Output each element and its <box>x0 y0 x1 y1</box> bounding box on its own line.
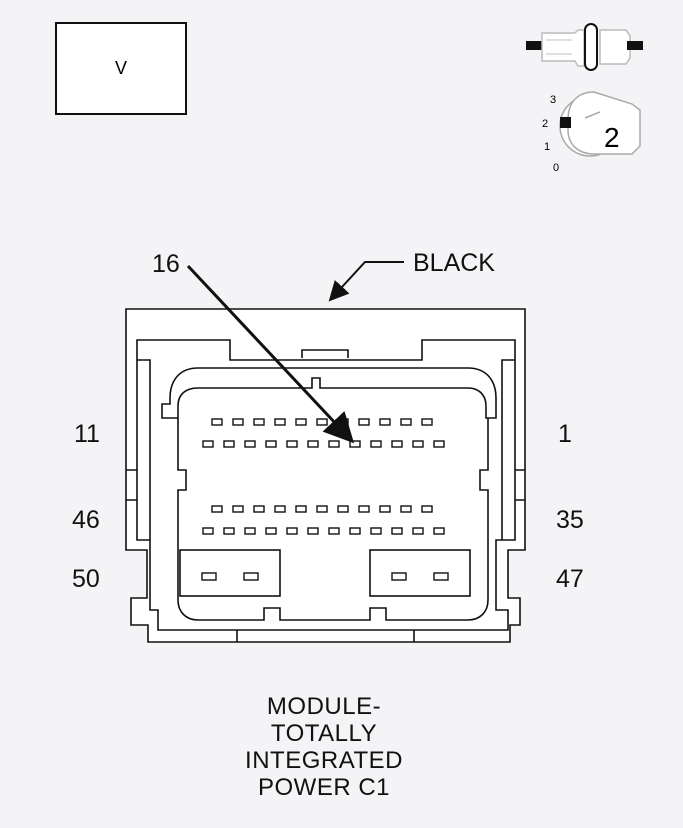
ignition-key-icon <box>559 91 641 157</box>
pin-label-1: 1 <box>558 420 572 448</box>
pin-label-11: 11 <box>74 420 100 448</box>
power-pins <box>201 572 449 581</box>
connector-symbol-icon <box>526 23 643 71</box>
connector-housing <box>125 308 526 643</box>
pin-row-2 <box>202 440 445 448</box>
pin-row-1 <box>211 418 433 426</box>
connector-title: MODULE- TOTALLY INTEGRATED POWER C1 <box>174 693 474 801</box>
pin-pointer-arrow <box>186 264 355 444</box>
key-position-0: 0 <box>553 162 559 174</box>
title-line-4: POWER C1 <box>257 774 390 801</box>
view-box <box>55 22 187 115</box>
pin-label-35: 35 <box>556 506 584 534</box>
title-line-3: INTEGRATED <box>245 747 403 774</box>
color-label: BLACK <box>413 249 495 277</box>
view-box-label: V <box>115 58 127 78</box>
title-line-1: MODULE- <box>266 693 382 720</box>
pin-label-46: 46 <box>72 506 100 534</box>
pin-cavities <box>201 418 449 581</box>
pin-label-47: 47 <box>556 565 584 593</box>
key-position-3: 3 <box>550 94 556 106</box>
key-position-1: 1 <box>544 141 550 153</box>
color-callout <box>328 261 404 302</box>
key-position-number: 2 <box>604 122 620 153</box>
pin-label-50: 50 <box>72 565 100 593</box>
pointer-pin-label: 16 <box>152 250 180 278</box>
title-line-2: TOTALLY <box>270 720 378 747</box>
pin-row-3 <box>211 505 433 513</box>
key-position-2: 2 <box>542 118 548 130</box>
pin-row-4 <box>202 527 445 535</box>
